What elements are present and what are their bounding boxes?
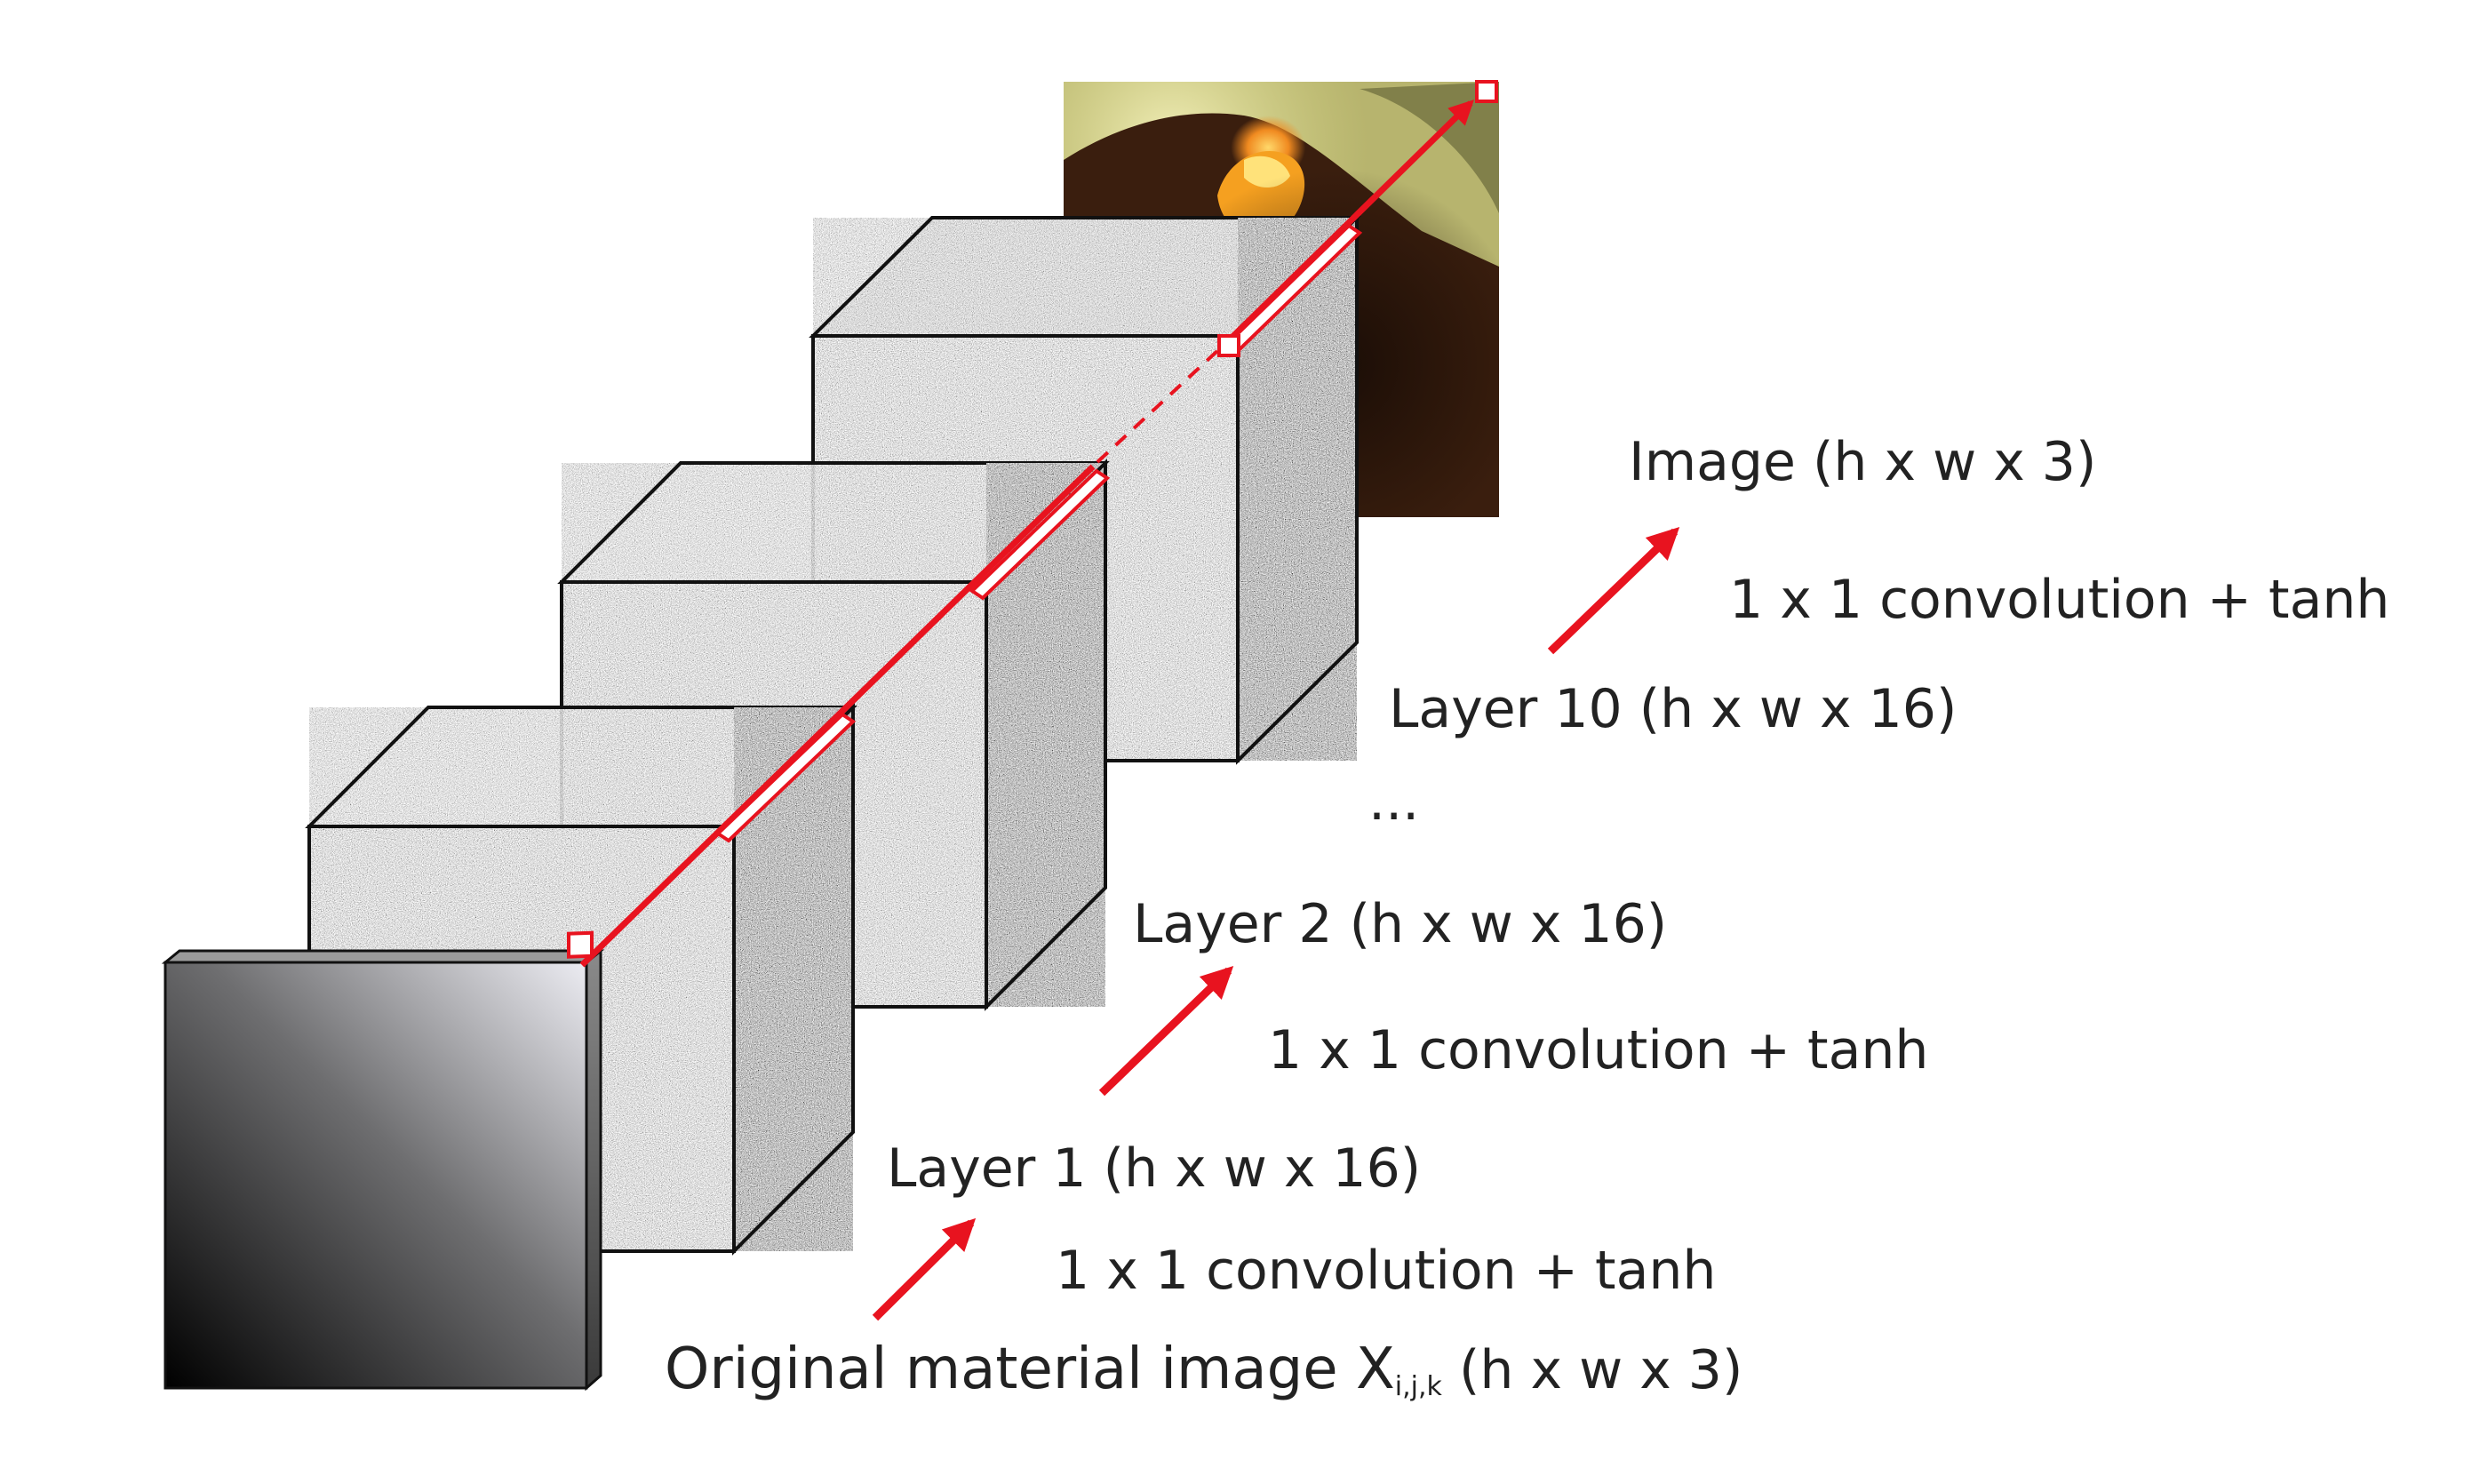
label-conv-3: 1 x 1 convolution + tanh [1729,569,2389,631]
label-conv-2: 1 x 1 convolution + tanh [1268,1019,1928,1081]
pixel-marker-layer10 [1217,334,1240,357]
arrow-conv-3 [1547,527,1680,655]
arrow-conv-1 [872,1217,977,1321]
label-layer-2: Layer 2 (h x w x 16) [1133,893,1667,955]
pixel-column-path [567,80,1498,968]
pixel-marker-output [1475,80,1498,103]
label-layer-1: Layer 1 (h x w x 16) [887,1137,1421,1200]
label-original-prefix: Original material image X [665,1336,1395,1402]
label-original-image: Original material image Xi,j,k (h x w x … [665,1336,1742,1402]
pixel-bar-cube-1 [714,712,857,843]
pixel-marker-input [567,930,594,959]
label-conv-1: 1 x 1 convolution + tanh [1056,1240,1716,1302]
label-output-image: Image (h x w x 3) [1629,431,2096,493]
original-material-image [161,947,605,1392]
label-layer-10: Layer 10 (h x w x 16) [1389,678,1957,740]
arrow-conv-2 [1098,966,1234,1097]
label-original-subscript: i,j,k [1395,1371,1443,1402]
pixel-bar-cube-2 [969,468,1111,601]
label-ellipsis: ... [1368,770,1419,833]
label-original-suffix: (h x w x 3) [1442,1339,1742,1401]
